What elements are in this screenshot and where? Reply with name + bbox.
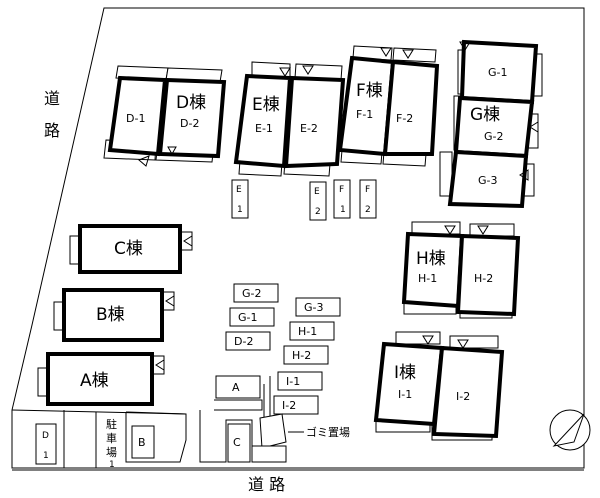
entrance-marker-icon <box>183 235 193 247</box>
lot-label-1: 駐 <box>106 417 117 431</box>
unit-f1: F-1 <box>356 108 373 121</box>
garbage-label: ゴミ置場 <box>306 425 350 439</box>
lot-label-3: 場 <box>106 446 117 459</box>
building-f-label: F棟 <box>356 81 383 101</box>
building-i-label: I棟 <box>394 363 416 383</box>
unit-d1: D-1 <box>126 112 145 125</box>
parking-h2: H-2 <box>292 349 311 362</box>
entrance-marker-icon <box>302 65 314 75</box>
entrance-marker-icon <box>165 295 175 307</box>
parking-a: A <box>232 381 240 394</box>
site-boundary <box>11 7 585 469</box>
parking-e1-bot: 1 <box>237 205 243 215</box>
building-c-label: C棟 <box>114 239 143 259</box>
entrance-marker-icon <box>138 155 150 167</box>
building-f: F棟 F-1 F-2 <box>337 45 440 167</box>
lot-label-4: 1 <box>109 460 115 470</box>
parking-ef: E 1 E 2 F 1 F 2 <box>231 179 377 221</box>
building-g-label: G棟 <box>470 105 500 125</box>
unit-e1: E-1 <box>255 122 273 135</box>
garbage-area: ゴミ置場 <box>251 413 350 463</box>
entrance-marker-icon <box>279 67 291 77</box>
entrance-marker-icon <box>167 146 177 156</box>
parking-lot-1: D 1 B 駐 車 場 1 <box>11 409 187 470</box>
road-label-left-2: 路 <box>44 121 60 140</box>
entrance-marker-icon <box>519 169 529 181</box>
parking-e1-top: E <box>236 185 242 195</box>
building-h-label: H棟 <box>416 249 446 269</box>
entrance-marker-icon <box>402 49 414 59</box>
building-e-label: E棟 <box>252 95 280 115</box>
entrance-marker-icon <box>457 339 469 349</box>
parking-d1-bot: 1 <box>43 451 49 461</box>
entrance-marker-icon <box>380 47 392 57</box>
unit-h2: H-2 <box>474 272 493 285</box>
parking-i1: I-1 <box>286 375 300 388</box>
entrance-marker-icon <box>477 225 489 235</box>
building-g: G-1 G棟 G-2 G-3 <box>439 39 543 209</box>
building-c: C棟 <box>69 224 193 274</box>
unit-f2: F-2 <box>396 112 413 125</box>
entrance-marker-icon <box>529 121 539 133</box>
unit-d2: D-2 <box>180 117 199 130</box>
entrance-marker-icon <box>422 335 434 345</box>
parking-f1-bot: 1 <box>340 205 346 215</box>
north-arrow-icon <box>549 409 591 451</box>
entrance-marker-icon <box>155 359 165 371</box>
unit-i1: I-1 <box>398 388 412 401</box>
parking-f2-top: F <box>365 185 370 195</box>
building-e: E棟 E-1 E-2 <box>233 61 346 177</box>
unit-i2: I-2 <box>456 390 470 403</box>
entrance-marker-icon <box>459 41 471 51</box>
parking-f1-top: F <box>339 185 344 195</box>
lot-label-2: 車 <box>106 431 117 445</box>
building-a: A棟 <box>37 352 165 406</box>
entrance-marker-icon <box>444 225 456 235</box>
unit-e2: E-2 <box>300 122 318 135</box>
parking-central: G-2 G-1 D-2 G-3 H-1 H-2 I-1 I-2 A C <box>199 283 341 463</box>
road-label-bottom: 道 路 <box>248 475 285 494</box>
parking-e2-bot: 2 <box>315 207 321 217</box>
building-b: B棟 <box>53 288 175 342</box>
unit-g2: G-2 <box>484 130 504 143</box>
building-h: H棟 H-1 H-2 <box>401 221 521 319</box>
building-d-label: D棟 <box>176 93 206 113</box>
parking-c: C <box>233 436 241 449</box>
parking-e2-top: E <box>314 187 320 197</box>
parking-h1: H-1 <box>298 325 317 338</box>
parking-g2: G-2 <box>242 287 262 300</box>
building-b-label: B棟 <box>96 305 125 325</box>
building-a-label: A棟 <box>80 371 109 391</box>
parking-d1-top: D <box>42 431 49 441</box>
building-d: D-1 D棟 D-2 <box>103 65 227 167</box>
road-label-left-1: 道 <box>44 89 60 108</box>
parking-g3: G-3 <box>304 301 324 314</box>
parking-i2: I-2 <box>282 399 296 412</box>
building-i: I棟 I-1 I-2 <box>373 331 505 441</box>
parking-f2-bot: 2 <box>365 205 371 215</box>
parking-d2: D-2 <box>234 335 253 348</box>
unit-h1: H-1 <box>418 272 437 285</box>
parking-b: B <box>138 436 146 449</box>
parking-g1: G-1 <box>238 311 258 324</box>
unit-g3: G-3 <box>478 174 498 187</box>
unit-g1: G-1 <box>488 66 508 79</box>
